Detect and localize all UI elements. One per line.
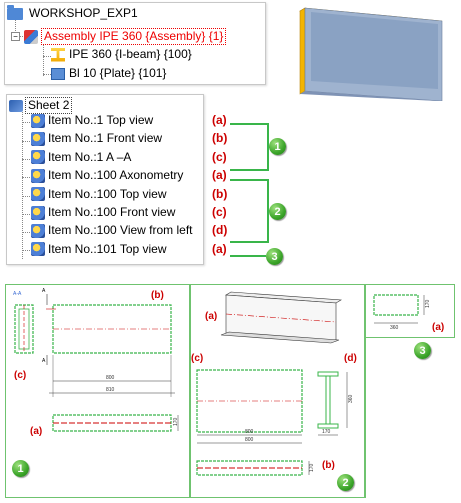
sheet-view-label: Item No.:100 Front view [48,205,176,219]
view-icon [31,223,45,238]
view-icon [31,168,45,183]
sheet-view-item[interactable]: Item No.:1 Front view [31,130,162,147]
sheet-view-label: Item No.:1 Front view [48,131,163,146]
dim-170: 170 [173,417,179,426]
plate-part-icon [51,67,65,80]
sheet-view-item[interactable]: Item No.:100 Top view [31,186,167,203]
view-letter: (b) [212,131,228,146]
section-label: A-A [13,291,22,297]
panel-3-drawing: 170 360 [373,294,431,331]
sheet-icon [9,99,23,112]
dim-170: 170 [322,429,331,435]
section-marker-top: A [42,288,46,294]
label-c: (c) [191,353,204,364]
view-letter: (c) [212,205,227,219]
drawing-panel-1 [5,284,190,498]
sheet-view-item[interactable]: Item No.:101 Top view [31,241,167,258]
badge-3: 3 [266,248,283,265]
sheet-view-item[interactable]: Item No.:1 A –A [31,149,131,166]
label-a: (a) [205,311,218,322]
label-b: (b) [151,290,164,301]
dim-800: 800 [106,375,115,381]
structure-tree-panel: WORKSHOP_EXP1 − Assembly IPE 360 {Assemb… [4,2,266,85]
dim-810: 810 [106,387,115,393]
view-letter: (b) [212,186,228,201]
view-letter: (c) [212,149,227,164]
ibeam-part-icon [51,47,65,62]
view-letter: (d) [212,223,228,238]
beam-3d-preview [299,7,443,101]
tree-assembly[interactable]: − Assembly IPE 360 {Assembly} {1} [11,28,227,45]
tree-root[interactable]: WORKSHOP_EXP1 [7,4,138,22]
drawing-panel-3 [365,284,455,338]
view-icon [31,242,45,257]
view-letter: (a) [212,113,227,127]
sheet-view-label: Item No.:101 Top view [48,241,167,256]
sheet-label: Sheet 2 [25,97,73,114]
panel-3-lower [365,338,455,498]
label-a: (a) [30,426,43,437]
view-icon [31,113,45,128]
view-icon [31,187,45,202]
label-b: (b) [322,460,335,471]
folder-icon [7,4,23,20]
tree-assembly-label: Assembly IPE 360 {Assembly} {1} [41,28,227,45]
dim-170: 170 [425,299,431,308]
sheet-view-label: Item No.:100 Axonometry [48,168,184,183]
panel-2-drawing: 800 800 360 170 170 [196,291,354,476]
view-icon [31,131,45,146]
tree-child-label: Bl 10 {Plate} {101} [69,66,167,80]
tree-child-plate[interactable]: Bl 10 {Plate} {101} [51,65,166,82]
dim-360: 360 [390,325,399,331]
view-letter: (a) [212,241,227,256]
panel-2-badge: 2 [337,474,354,491]
section-marker-bottom: A [42,358,46,364]
badge-1: 1 [269,138,286,155]
expand-toggle-icon[interactable]: − [11,32,20,41]
tree-child-label: IPE 360 {I-beam} {100} [69,47,192,61]
assembly-icon [24,29,38,44]
tree-root-label: WORKSHOP_EXP1 [29,6,138,20]
panel-1-badge: 1 [12,460,29,477]
badge-2: 2 [269,203,286,220]
sheet-view-item[interactable]: Item No.:100 View from left [31,222,193,239]
label-a: (a) [432,322,445,333]
view-letter: (a) [212,168,227,183]
dim-360: 360 [348,394,354,403]
sheet-view-item[interactable]: Item No.:100 Axonometry [31,167,183,184]
dim-800: 800 [245,429,254,435]
sheet-view-item[interactable]: Item No.:100 Front view [31,204,175,221]
view-icon [31,205,45,220]
dim-800: 800 [245,437,254,443]
sheet-view-label: Item No.:1 A –A [48,149,132,164]
tree-child-ibeam[interactable]: IPE 360 {I-beam} {100} [51,46,192,63]
panel-1-drawing: 800 810 170 [14,294,179,432]
sheet-view-label: Item No.:100 View from left [48,223,193,238]
sheet-node[interactable]: Sheet 2 [9,97,73,114]
panel-3-badge: 3 [414,342,431,359]
sheet-view-label: Item No.:1 Top view [48,113,154,127]
sheet-view-label: Item No.:100 Top view [48,186,167,201]
dim-170: 170 [309,463,315,472]
sheet-view-item[interactable]: Item No.:1 Top view [31,112,153,129]
view-icon [31,150,45,165]
label-c: (c) [14,370,27,381]
label-d: (d) [344,353,357,364]
